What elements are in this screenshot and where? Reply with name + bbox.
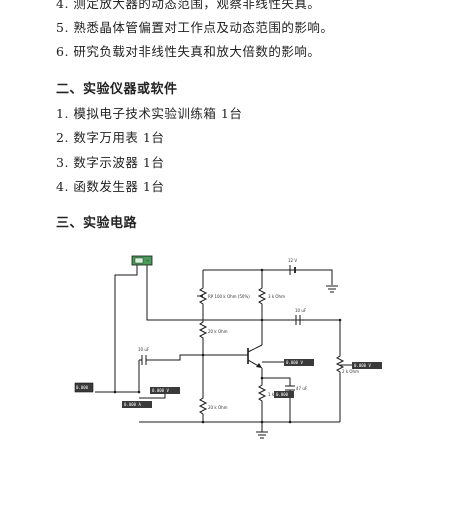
meter-vb: 0.000 V	[150, 387, 180, 394]
svg-text:0.000 A: 0.000 A	[124, 402, 141, 407]
ce-label: 47 uF	[296, 386, 308, 391]
scope-label: ~	[146, 258, 149, 263]
rc-resistor: 3 k Ohm	[257, 283, 285, 345]
svg-text:0.000: 0.000	[276, 392, 289, 397]
re-resistor: 1 k Ohm	[257, 378, 285, 422]
svg-text:0.000 V: 0.000 V	[152, 388, 169, 393]
objective-4: 4. 测定放大器的动态范围，观察非线性失真。	[56, 0, 321, 11]
equipment-item-3: 3. 数字示波器 1台	[56, 155, 165, 170]
battery-label: 12 V	[288, 258, 297, 263]
objective-5: 5. 熟悉晶体管偏置对工作点及动态范围的影响。	[56, 20, 334, 35]
svg-text:0.000: 0.000	[76, 385, 89, 390]
section-2-title: 二、实验仪器或软件	[56, 82, 178, 97]
oscilloscope-icon: ~	[131, 255, 153, 266]
c1-capacitor: 10 uF	[138, 347, 203, 365]
rp-label: RP 100 k Ohm (50%)	[208, 294, 250, 299]
meter-ve: 0.000	[274, 391, 294, 398]
svg-text:0.000 V: 0.000 V	[286, 360, 303, 365]
transistor-symbol	[247, 344, 263, 369]
junction-dots	[113, 268, 342, 424]
rb1-resistor: 20 k Ohm	[198, 312, 228, 355]
section-3-title: 三、实验电路	[56, 216, 138, 231]
battery-symbol: 12 V	[262, 258, 338, 293]
rb1-label: 20 k Ohm	[208, 329, 228, 334]
meter-vc: 0.000 V	[284, 359, 314, 366]
svg-text:0.000 V: 0.000 V	[354, 363, 371, 368]
c2-label: 10 uF	[295, 308, 307, 313]
rp-potentiometer: RP 100 k Ohm (50%)	[197, 283, 250, 312]
rb2-label: 20 k Ohm	[208, 405, 228, 410]
c2-capacitor: 10 uF	[295, 308, 340, 325]
meter-vout: 0.000 V	[352, 362, 382, 369]
rc-label: 3 k Ohm	[268, 294, 285, 299]
equipment-item-1: 1. 模拟电子技术实验训练箱 1台	[56, 106, 243, 121]
meter-ib: 0.000 A	[122, 401, 152, 408]
c1-label: 10 uF	[138, 347, 150, 352]
meter-vin: 0.000	[74, 382, 94, 393]
equipment-item-2: 2. 数字万用表 1台	[56, 130, 165, 145]
rl-label: 2 k Ohm	[342, 369, 359, 374]
equipment-item-4: 4. 函数发生器 1台	[56, 179, 165, 194]
objective-6: 6. 研究负载对非线性失真和放大倍数的影响。	[56, 44, 321, 59]
rl-resistor: 2 k Ohm	[335, 320, 359, 422]
rb2-resistor: 20 k Ohm	[198, 355, 228, 422]
